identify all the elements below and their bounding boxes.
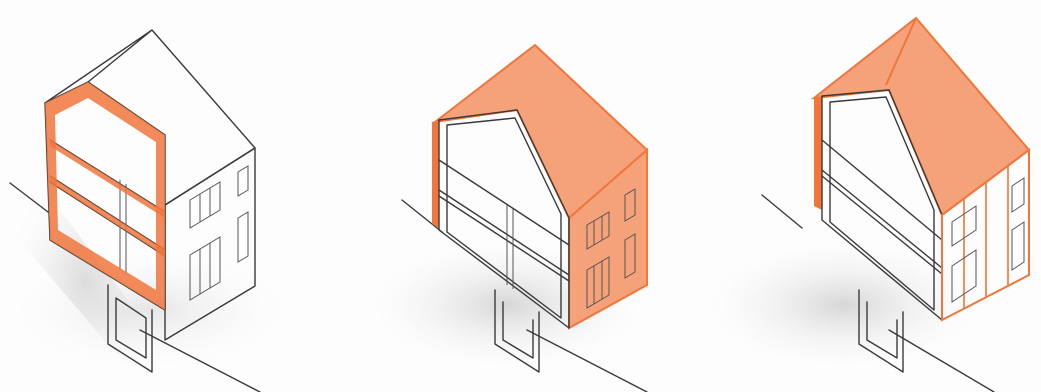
- panel-envelope-highlight: [347, 0, 694, 392]
- house-drawing-1: [0, 0, 347, 392]
- house-drawing-3: [694, 0, 1041, 392]
- highlight-roof-panels: [814, 18, 1029, 215]
- house-drawing-2: [347, 0, 694, 392]
- panel-cross-section-highlight: [0, 0, 347, 392]
- panel-wall-panels-highlight: [694, 0, 1041, 392]
- roof-outline: [45, 30, 255, 205]
